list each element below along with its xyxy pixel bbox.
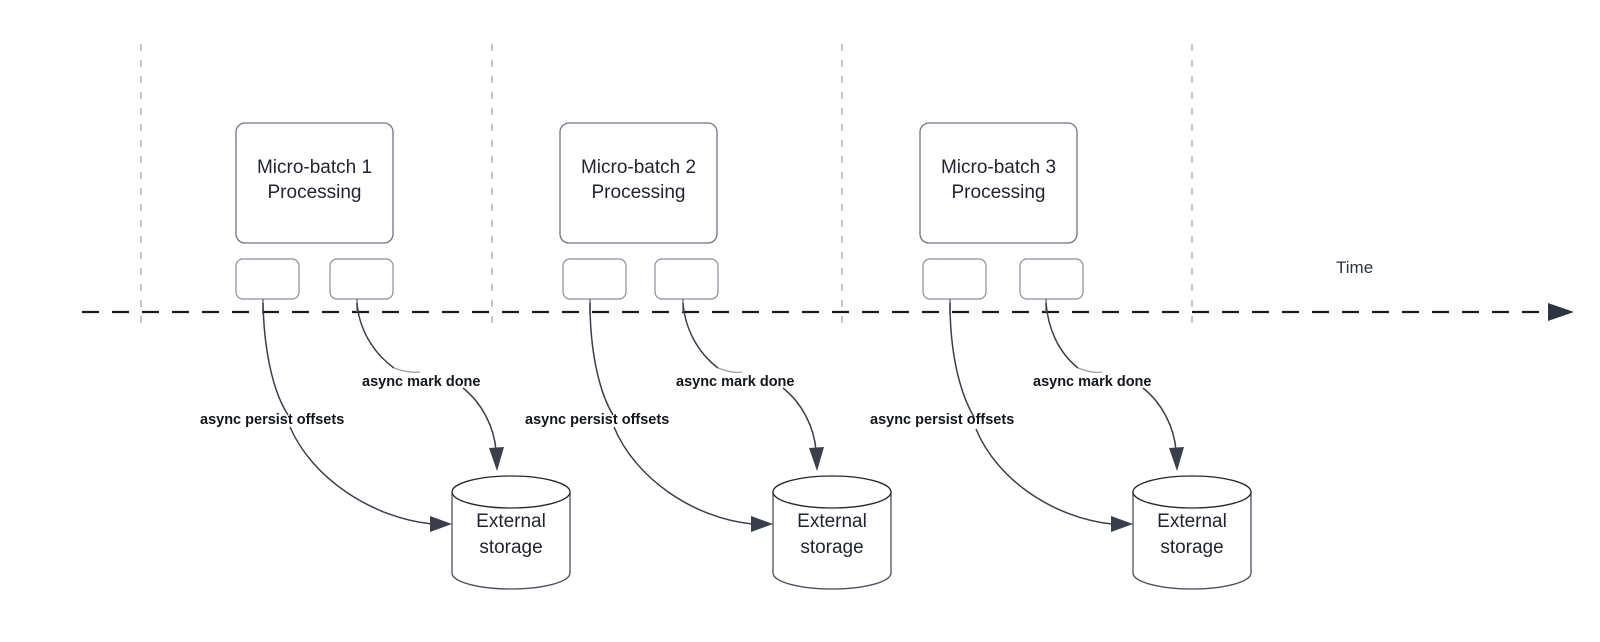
micro-batch-1-box[interactable] <box>235 122 394 244</box>
mark-done-3-edge-upper <box>1045 302 1079 369</box>
external-storage-3-top <box>1132 475 1252 509</box>
mark-done-2-edge-lower <box>782 387 817 451</box>
external-storage-3-body <box>1132 491 1252 590</box>
persist-offsets-1-arrowhead <box>430 516 452 532</box>
persist-offsets-2-edge-upper <box>589 302 614 416</box>
external-storage-2-label-line2: storage <box>800 537 863 558</box>
external-storage-2-top <box>772 475 892 509</box>
external-storage-3[interactable]: External storage <box>1132 475 1252 590</box>
time-axis-label: Time <box>1336 258 1373 277</box>
micro-batch-2-label-line2: Processing <box>592 182 686 203</box>
mark-done-2-label: async mark done <box>676 374 794 390</box>
persist-offsets-3-label: async persist offsets <box>870 412 1014 428</box>
micro-batch-1-label-line1: Micro-batch 1 <box>257 157 372 178</box>
micro-batch-3-box[interactable] <box>919 122 1078 244</box>
external-storage-2[interactable]: External storage <box>772 475 892 590</box>
persist-offsets-2-label: async persist offsets <box>525 412 669 428</box>
group-1: Micro-batch 1 Processing External storag… <box>200 122 571 590</box>
micro-batch-3-task-box-left[interactable] <box>922 258 987 300</box>
persist-offsets-2-edge-lower <box>613 426 753 525</box>
mark-done-3-label: async mark done <box>1033 374 1151 390</box>
mark-done-3-arrowhead <box>1169 447 1184 471</box>
mark-done-1-edge-upper-fade <box>393 367 421 374</box>
external-storage-1-label-line2: storage <box>479 537 542 558</box>
external-storage-2-label-line1: External <box>797 511 867 532</box>
persist-offsets-1-edge-upper <box>262 302 289 416</box>
external-storage-1-top <box>451 475 571 509</box>
mark-done-3-edge-upper-fade <box>1077 367 1103 374</box>
persist-offsets-1-edge-lower <box>289 426 433 525</box>
micro-batch-3-label-line1: Micro-batch 3 <box>941 157 1056 178</box>
micro-batch-2-box[interactable] <box>559 122 718 244</box>
mark-done-2-edge-upper <box>682 302 719 369</box>
persist-offsets-3-edge-upper <box>949 302 975 418</box>
persist-offsets-3-edge-lower <box>975 428 1113 525</box>
micro-batch-3-task-box-right[interactable] <box>1019 258 1084 300</box>
persist-offsets-2-arrowhead <box>751 516 773 532</box>
external-storage-2-body <box>772 491 892 590</box>
mark-done-3-edge-lower <box>1142 387 1177 451</box>
mark-done-1-label: async mark done <box>362 374 480 390</box>
external-storage-1[interactable]: External storage <box>451 475 571 590</box>
mark-done-1-arrowhead <box>489 447 504 471</box>
mark-done-2-edge-upper-fade <box>717 367 743 374</box>
micro-batch-1-label-line2: Processing <box>268 182 362 203</box>
micro-batch-1-task-box-right[interactable] <box>329 258 394 300</box>
external-storage-1-label-line1: External <box>476 511 546 532</box>
micro-batch-2-label-line1: Micro-batch 2 <box>581 157 696 178</box>
mark-done-1-edge-lower <box>462 387 497 451</box>
time-axis: Time <box>82 258 1574 321</box>
group-3: Micro-batch 3 Processing External storag… <box>870 122 1252 590</box>
external-storage-3-label-line1: External <box>1157 511 1227 532</box>
external-storage-3-label-line2: storage <box>1160 537 1223 558</box>
micro-batch-2-task-box-right[interactable] <box>654 258 719 300</box>
micro-batch-2-task-box-left[interactable] <box>562 258 627 300</box>
time-axis-arrow-icon <box>1548 303 1574 321</box>
mark-done-2-arrowhead <box>809 447 824 471</box>
persist-offsets-1-label: async persist offsets <box>200 412 344 428</box>
group-2: Micro-batch 2 Processing External storag… <box>525 122 892 590</box>
micro-batch-3-label-line2: Processing <box>952 182 1046 203</box>
external-storage-1-body <box>451 491 571 590</box>
micro-batch-1-task-box-left[interactable] <box>235 258 300 300</box>
mark-done-1-edge-upper <box>356 302 395 369</box>
persist-offsets-3-arrowhead <box>1111 516 1133 532</box>
